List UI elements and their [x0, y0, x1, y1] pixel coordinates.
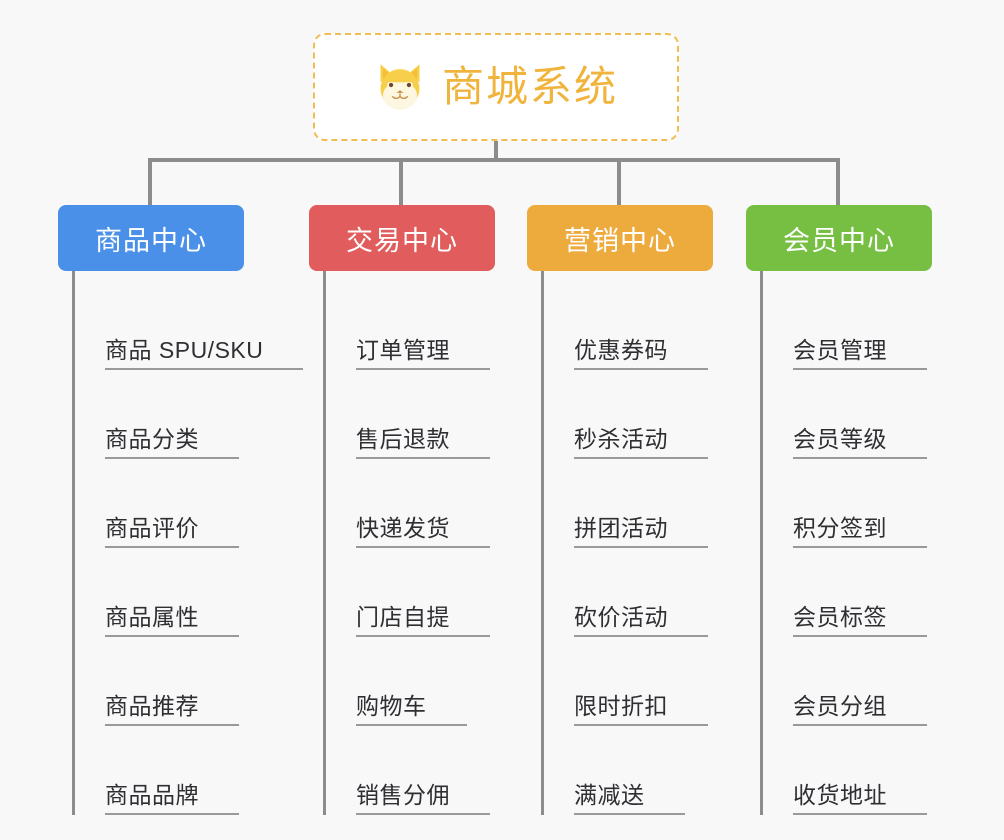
- list-item-label: 商品品牌: [105, 783, 239, 815]
- branch-header-3[interactable]: 营销中心: [527, 205, 713, 271]
- list-item-label: 快递发货: [356, 516, 490, 548]
- list-item-label: 满减送: [574, 783, 685, 815]
- list-item-label: 购物车: [356, 694, 467, 726]
- list-item-label: 商品分类: [105, 427, 239, 459]
- list-item-label: 收货地址: [793, 783, 927, 815]
- branch-items-1: 商品 SPU/SKU 商品分类 商品评价 商品属性 商品推荐 商品品牌: [72, 271, 308, 815]
- list-item[interactable]: 销售分佣: [326, 726, 527, 815]
- list-item[interactable]: 砍价活动: [544, 548, 745, 637]
- branch-items-2: 订单管理 售后退款 快递发货 门店自提 购物车 销售分佣: [323, 271, 527, 815]
- list-item-label: 商品推荐: [105, 694, 239, 726]
- connector-drop-1: [148, 158, 152, 205]
- branch-header-label-3: 营销中心: [564, 225, 676, 256]
- connector-drop-3: [617, 158, 621, 205]
- connector-drop-4: [836, 158, 840, 205]
- connector-root-stem: [494, 141, 498, 161]
- list-item-label: 订单管理: [356, 338, 490, 370]
- list-item-label: 会员标签: [793, 605, 927, 637]
- branch-column-4: 会员中心 会员管理 会员等级 积分签到 会员标签 会员分组 收货地址: [746, 205, 964, 815]
- list-item[interactable]: 积分签到: [763, 459, 964, 548]
- branch-header-label-1: 商品中心: [95, 225, 207, 256]
- branch-items-4: 会员管理 会员等级 积分签到 会员标签 会员分组 收货地址: [760, 271, 964, 815]
- list-item[interactable]: 会员分组: [763, 637, 964, 726]
- list-item[interactable]: 满减送: [544, 726, 745, 815]
- root-node[interactable]: 商城系统: [313, 33, 679, 141]
- list-item[interactable]: 门店自提: [326, 548, 527, 637]
- connector-horizontal-bus: [148, 158, 840, 162]
- branch-header-label-2: 交易中心: [346, 225, 458, 256]
- list-item[interactable]: 商品 SPU/SKU: [75, 281, 308, 370]
- list-item[interactable]: 优惠券码: [544, 281, 745, 370]
- list-item-label: 售后退款: [356, 427, 490, 459]
- list-item[interactable]: 商品推荐: [75, 637, 308, 726]
- list-item[interactable]: 购物车: [326, 637, 527, 726]
- list-item[interactable]: 快递发货: [326, 459, 527, 548]
- list-item-label: 秒杀活动: [574, 427, 708, 459]
- connector-drop-2: [399, 158, 403, 205]
- list-item-label: 会员等级: [793, 427, 927, 459]
- shiba-dog-icon: [380, 64, 420, 110]
- list-item-label: 门店自提: [356, 605, 490, 637]
- branch-header-label-4: 会员中心: [783, 225, 895, 256]
- list-item[interactable]: 商品品牌: [75, 726, 308, 815]
- branch-items-3: 优惠券码 秒杀活动 拼团活动 砍价活动 限时折扣 满减送: [541, 271, 745, 815]
- list-item-label: 砍价活动: [574, 605, 708, 637]
- branch-header-2[interactable]: 交易中心: [309, 205, 495, 271]
- list-item-label: 商品属性: [105, 605, 239, 637]
- list-item[interactable]: 商品分类: [75, 370, 308, 459]
- list-item[interactable]: 限时折扣: [544, 637, 745, 726]
- list-item-label: 限时折扣: [574, 694, 708, 726]
- list-item[interactable]: 拼团活动: [544, 459, 745, 548]
- list-item-label: 优惠券码: [574, 338, 708, 370]
- list-item-label: 会员管理: [793, 338, 927, 370]
- root-title: 商城系统: [441, 63, 618, 110]
- list-item[interactable]: 订单管理: [326, 281, 527, 370]
- list-item-label: 积分签到: [793, 516, 927, 548]
- branch-column-2: 交易中心 订单管理 售后退款 快递发货 门店自提 购物车 销售分佣: [309, 205, 527, 815]
- list-item[interactable]: 收货地址: [763, 726, 964, 815]
- list-item[interactable]: 会员等级: [763, 370, 964, 459]
- list-item-label: 商品 SPU/SKU: [105, 338, 304, 370]
- list-item[interactable]: 会员管理: [763, 281, 964, 370]
- list-item-label: 拼团活动: [574, 516, 708, 548]
- list-item-label: 商品评价: [105, 516, 239, 548]
- branch-header-4[interactable]: 会员中心: [746, 205, 932, 271]
- branch-column-1: 商品中心 商品 SPU/SKU 商品分类 商品评价 商品属性 商品推荐 商品品牌: [58, 205, 308, 815]
- list-item[interactable]: 秒杀活动: [544, 370, 745, 459]
- list-item[interactable]: 会员标签: [763, 548, 964, 637]
- list-item[interactable]: 售后退款: [326, 370, 527, 459]
- branch-column-3: 营销中心 优惠券码 秒杀活动 拼团活动 砍价活动 限时折扣 满减送: [527, 205, 745, 815]
- list-item-label: 会员分组: [793, 694, 927, 726]
- list-item[interactable]: 商品属性: [75, 548, 308, 637]
- list-item[interactable]: 商品评价: [75, 459, 308, 548]
- branch-header-1[interactable]: 商品中心: [58, 205, 244, 271]
- list-item-label: 销售分佣: [356, 783, 490, 815]
